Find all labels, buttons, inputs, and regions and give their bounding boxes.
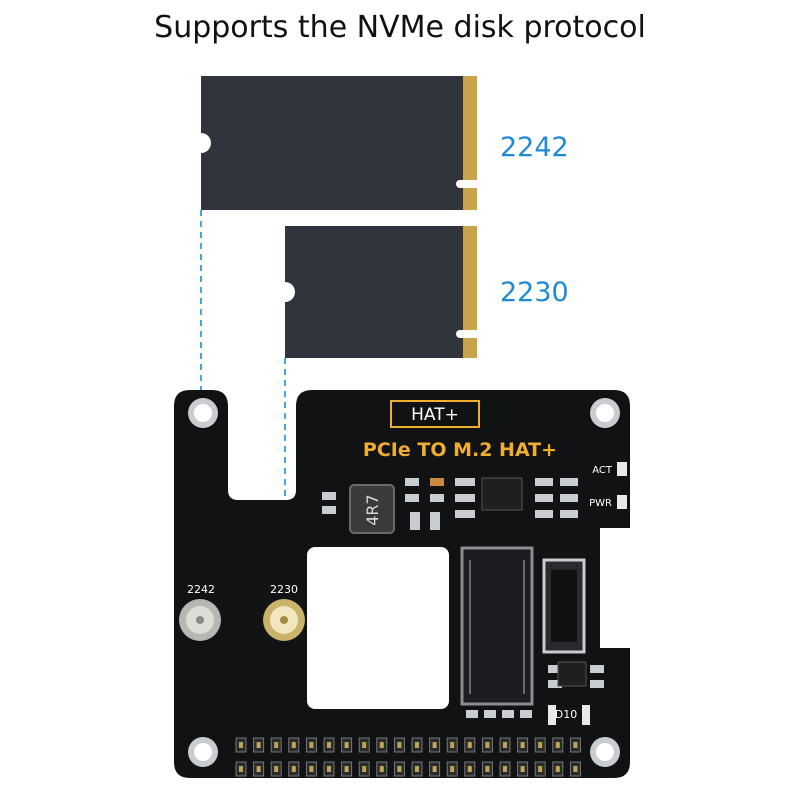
gpio-pin-tip <box>450 766 455 772</box>
gpio-pin-tip <box>555 742 560 748</box>
gpio-pin-tip <box>327 766 331 772</box>
gpio-pin-tip <box>573 766 578 772</box>
gpio-pin-tip <box>379 766 384 772</box>
gpio-pin-tip <box>555 766 560 772</box>
gpio-pin-tip <box>503 742 507 748</box>
gpio-pin-tip <box>344 742 349 748</box>
m2-slot-connector <box>460 546 534 706</box>
gpio-pin-tip <box>291 742 296 748</box>
gpio-header <box>235 737 581 777</box>
gpio-pin-tip <box>538 742 543 748</box>
gpio-pin-tip <box>362 766 367 772</box>
ic-chip <box>481 477 523 511</box>
pcb-board: HAT+ PCIe TO M.2 HAT+ ACT PWR 4R7 D10 22… <box>174 390 630 778</box>
gpio-pin-tip <box>520 766 525 772</box>
gpio-pin-tip <box>274 742 279 748</box>
size-label-2230: 2230 <box>500 277 569 308</box>
gpio-pin-tip <box>467 742 472 748</box>
hole-label-2242: 2242 <box>187 583 215 596</box>
lower-smd-components <box>466 665 604 725</box>
gpio-pin-tip <box>274 766 279 772</box>
gpio-pin-tip <box>573 742 578 748</box>
size-label-2242: 2242 <box>500 132 569 163</box>
gpio-pin-tip <box>327 742 331 748</box>
gpio-pin-tip <box>256 742 261 748</box>
gpio-pin-tip <box>415 742 419 748</box>
standoff-2230 <box>263 599 305 641</box>
gpio-pin-tip <box>450 742 455 748</box>
gpio-pin-tip <box>309 766 314 772</box>
act-led <box>617 462 627 476</box>
diode-marking: D10 <box>555 708 577 721</box>
mounting-hole-top-right <box>590 398 620 428</box>
ssd-2230 <box>275 226 478 358</box>
page-title: Supports the NVMe disk protocol <box>154 10 646 45</box>
smd-components <box>322 478 578 530</box>
gpio-pin-tip <box>503 766 507 772</box>
gpio-pin-tip <box>239 742 243 748</box>
board-name-text: PCIe TO M.2 HAT+ <box>363 439 557 461</box>
lower-ic-chip <box>557 661 587 687</box>
gpio-pin-tip <box>239 766 243 772</box>
gpio-pin-tip <box>344 766 349 772</box>
gpio-pin-tip <box>397 742 402 748</box>
gpio-pin-tip <box>415 766 419 772</box>
gpio-pin-tip <box>397 766 402 772</box>
gpio-pin-tip <box>309 742 314 748</box>
standoff-2242 <box>179 599 221 641</box>
gpio-pin-tip <box>538 766 543 772</box>
gpio-pin-tip <box>291 766 296 772</box>
gpio-pin-tip <box>379 742 384 748</box>
mounting-hole-top-left <box>188 398 218 428</box>
gpio-pin-tip <box>520 742 525 748</box>
hat-badge-text: HAT+ <box>411 405 459 425</box>
mounting-hole-bottom-left <box>188 737 218 767</box>
gpio-pin-tip <box>256 766 261 772</box>
gpio-pin-tip <box>467 766 472 772</box>
pwr-label: PWR <box>589 498 612 509</box>
gpio-pin-tip <box>362 742 367 748</box>
hat-badge-box <box>390 400 480 428</box>
inductor <box>349 484 395 534</box>
ssd-2242-gold-contacts <box>463 76 477 210</box>
act-label: ACT <box>592 465 613 476</box>
gpio-pin-tip <box>432 742 437 748</box>
hole-label-2230: 2230 <box>270 583 298 596</box>
mounting-hole-bottom-right <box>590 737 620 767</box>
pwr-led <box>617 495 627 509</box>
gpio-pin-tip <box>485 766 490 772</box>
gpio-pin-tip <box>485 742 490 748</box>
gpio-pin-tip <box>432 766 437 772</box>
inductor-marking: 4R7 <box>363 494 382 525</box>
ssd-2230-gold-contacts <box>463 226 477 358</box>
ssd-2242 <box>191 76 478 210</box>
board-cutout <box>307 547 449 709</box>
